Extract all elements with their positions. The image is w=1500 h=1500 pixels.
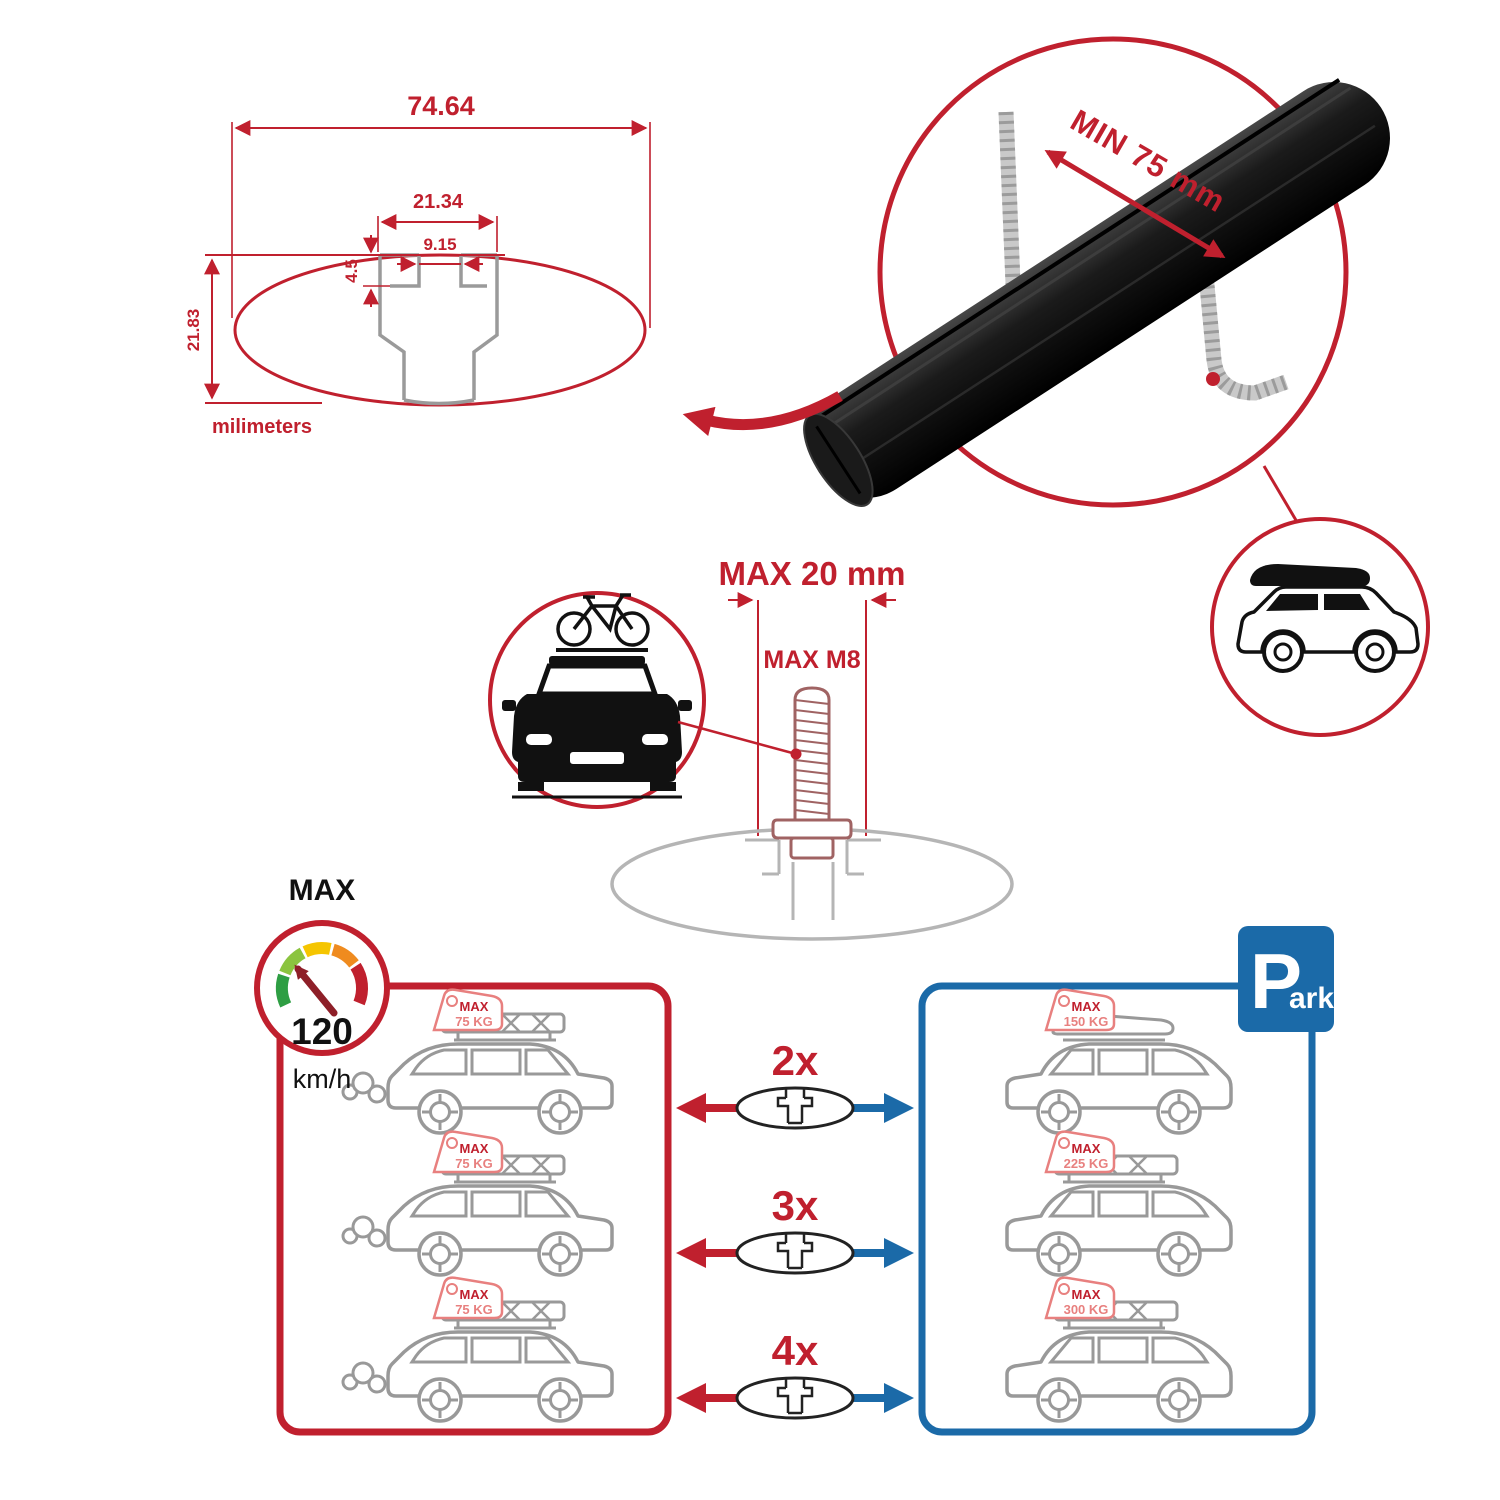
load-tag: MAX 75 KG (432, 988, 504, 1032)
load-tag: MAX 75 KG (432, 1130, 504, 1174)
car-row: MAX 150 KG (1007, 988, 1231, 1133)
park-sign-board (1238, 926, 1334, 1032)
speed-panel: MAX 75 KG MAX 75 KG MAX 75 KG (276, 982, 672, 1436)
load-tag-value: 75 KG (455, 1302, 493, 1317)
crossbar-profile-icon (735, 1086, 855, 1130)
dim-slot-inner-value: 9.15 (423, 235, 456, 254)
dim-total-width-value: 74.64 (407, 91, 475, 121)
load-tag: MAX 300 KG (1044, 1276, 1116, 1320)
callout-connector-line (1262, 465, 1302, 528)
t-bolt-icon (771, 686, 853, 860)
leader-dot (790, 748, 802, 760)
u-bolt-clamp-icon (998, 111, 1289, 401)
load-tag-title: MAX (460, 1287, 489, 1302)
park-sign: P ark (1238, 926, 1334, 1032)
load-tag-value: 300 KG (1064, 1302, 1109, 1317)
dimension-bar-height: 21.83 (184, 258, 220, 400)
clamp-marker-dot (1206, 372, 1220, 386)
callout-arrow-to-diagram (682, 391, 843, 437)
crossbar-profile-icon (735, 1231, 855, 1275)
bar-count-row: 2x (676, 1037, 914, 1130)
dimension-total-width: 74.64 (234, 91, 648, 136)
load-tag-title: MAX (1072, 1141, 1101, 1156)
crossbar-detail-callout: MIN 75 mm (803, 36, 1430, 737)
park-sign-initial: P (1250, 937, 1302, 1025)
car-row: MAX 75 KG (341, 988, 612, 1133)
dim-lip-depth-value: 4.5 (342, 259, 361, 283)
crossbar-profile-icon (735, 1376, 855, 1420)
park-sign-rest: ark (1289, 982, 1334, 1015)
gauge-title: MAX (289, 874, 356, 907)
load-tag: MAX 225 KG (1044, 1130, 1116, 1174)
dimension-slot-inner: 9.15 (397, 235, 483, 272)
multiplier-label: 4x (772, 1327, 819, 1374)
dimension-lip-depth: 4.5 (342, 235, 379, 307)
dim-slot-outer-value: 21.34 (413, 191, 464, 213)
load-tag-title: MAX (460, 999, 489, 1014)
car-row: MAX 225 KG (1007, 1130, 1231, 1275)
bike-car-icon (502, 593, 692, 799)
load-tag-title: MAX (1072, 999, 1101, 1014)
gauge-value: 120 (291, 1011, 353, 1052)
t-slot-lips (380, 253, 497, 288)
callout-circle (877, 36, 1349, 508)
load-tag-value: 150 KG (1064, 1014, 1109, 1029)
load-tag-title: MAX (1072, 1287, 1101, 1302)
load-tag: MAX 75 KG (432, 1276, 504, 1320)
bar-count-column: 2x 3x 4x (676, 1037, 914, 1420)
bike-car-leader-line (677, 720, 797, 756)
gauge-unit: km/h (293, 1064, 352, 1094)
car-row: MAX 75 KG (341, 1130, 612, 1275)
t-slot-profile (378, 255, 499, 406)
bolt-spec-diagram: MAX 20 mm MAX M8 (488, 555, 1014, 941)
suv-roofbox-callout (1210, 517, 1430, 737)
load-tag-value: 225 KG (1064, 1156, 1109, 1171)
crossbar-dimension-diagram: 74.64 21.34 9.15 4.5 21.83 milimeters (184, 91, 651, 438)
load-tag-value: 75 KG (455, 1014, 493, 1029)
load-tag-title: MAX (460, 1141, 489, 1156)
profile-slot-gray (745, 838, 881, 920)
gauge-needle (294, 964, 338, 1017)
multiplier-label: 3x (772, 1182, 819, 1229)
park-panel: MAX 150 KG MAX 225 KG MAX 300 KG (918, 926, 1334, 1436)
bar-count-row: 3x (676, 1182, 914, 1275)
load-tag-value: 75 KG (455, 1156, 493, 1171)
car-row: MAX 300 KG (1007, 1276, 1231, 1421)
max-width-label: MAX 20 mm (718, 555, 905, 592)
dim-bar-height-value: 21.83 (184, 309, 203, 352)
dimension-slot-outer: 21.34 (380, 191, 495, 230)
bike-car-callout (488, 591, 802, 809)
load-tag: MAX 150 KG (1044, 988, 1116, 1032)
bar-count-row: 4x (676, 1327, 914, 1420)
car-row: MAX 75 KG (341, 1276, 612, 1421)
gauge-arc-segments (276, 942, 369, 1008)
speed-limit-gauge: MAX 120 km/h (254, 874, 390, 1094)
unit-label: milimeters (212, 416, 312, 438)
max-thread-label: MAX M8 (763, 646, 860, 674)
multiplier-label: 2x (772, 1037, 819, 1084)
extension-lines (231, 122, 651, 328)
suv-roofbox-icon (1236, 564, 1420, 673)
crossbar-oval-outline (233, 253, 647, 407)
